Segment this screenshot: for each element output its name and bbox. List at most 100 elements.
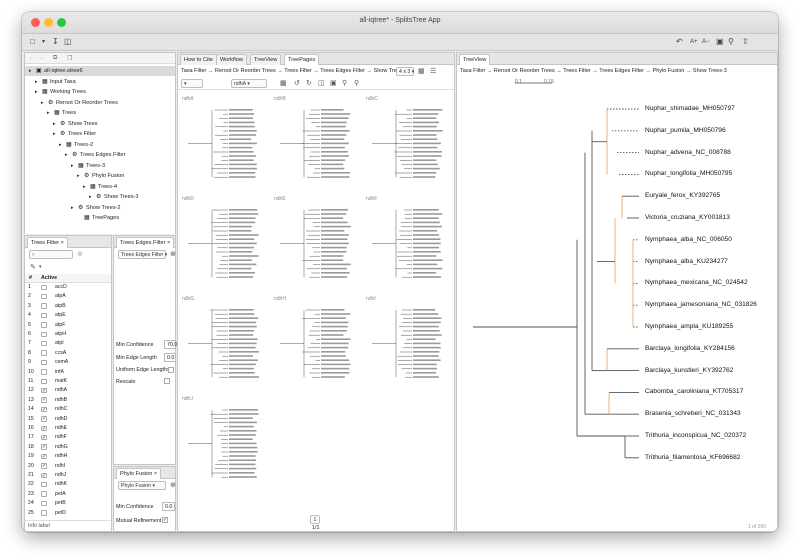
rotate-left-icon[interactable]: ↺ (294, 80, 300, 87)
active-checkbox[interactable] (41, 303, 47, 309)
active-checkbox[interactable] (41, 331, 47, 338)
tree-thumbnail[interactable]: ndhJ (182, 396, 272, 488)
list-icon[interactable]: ☰ (430, 68, 437, 75)
tree-thumbnail[interactable]: ndhB (274, 96, 364, 188)
taxon-label[interactable]: Nymphaea_alba_NC_006050 (645, 235, 732, 243)
page-button[interactable]: 1 (310, 515, 320, 524)
active-checkbox[interactable]: ✓ (41, 472, 47, 479)
expand-icon[interactable]: ▣ (330, 80, 337, 87)
fusion-min-confidence-field[interactable]: 0.0 (162, 502, 175, 511)
increase-font-icon[interactable]: A+ (690, 39, 698, 45)
phylo-fusion-select[interactable]: Phylo Fusion ▾ (118, 481, 166, 490)
close-window-button[interactable] (31, 18, 40, 27)
active-checkbox[interactable] (41, 322, 47, 328)
taxon-label[interactable]: Barclaya_kunstleri_KY392762 (645, 366, 734, 374)
new-document-icon[interactable]: □ (30, 37, 35, 46)
table-row[interactable]: 12✓ndhA (25, 386, 111, 395)
active-checkbox[interactable]: ✓ (41, 453, 47, 460)
edges-filter-select[interactable]: Trees Edges Filter ▾ (118, 250, 167, 259)
active-checkbox[interactable] (41, 510, 47, 516)
min-edge-length-field[interactable]: 0.0 (164, 353, 176, 362)
disclosure-icon[interactable]: ▸ (71, 162, 74, 169)
fusion-add-icon[interactable]: ⊕ (170, 482, 176, 489)
tab-phylo-fusion[interactable]: Phylo Fusion × (116, 468, 162, 479)
table-row[interactable]: 21✓ndhJ (25, 471, 111, 480)
disclosure-icon[interactable]: ▸ (41, 99, 44, 106)
active-checkbox[interactable] (41, 369, 47, 375)
table-row[interactable]: 20✓ndhI (25, 462, 111, 471)
zoom-window-button[interactable] (57, 18, 66, 27)
filter-add-icon[interactable]: ⊕ (77, 251, 83, 258)
active-checkbox[interactable] (41, 340, 47, 347)
disclosure-icon[interactable]: ▸ (47, 110, 50, 116)
tab-edges-filter[interactable]: Trees Edges Filter × (116, 237, 175, 248)
back-icon[interactable]: ← (29, 55, 35, 61)
save-icon[interactable]: ↧ (52, 37, 59, 46)
rescale-checkbox[interactable] (164, 378, 170, 384)
undo-icon[interactable]: ↶ (676, 37, 683, 46)
disclosure-icon[interactable]: ▸ (29, 68, 32, 74)
table-row[interactable]: 16✓ndhE (25, 424, 111, 433)
disclosure-icon[interactable]: ▸ (65, 152, 68, 158)
copy-icon[interactable]: ⧉ (53, 55, 58, 61)
table-row[interactable]: 14✓ndhC (25, 405, 111, 414)
taxon-label[interactable]: Nymphaea_jamesoniana_NC_031826 (645, 301, 757, 309)
taxon-label[interactable]: Nuphar_longifolia_MH050795 (645, 170, 733, 178)
taxon-label[interactable]: Cabomba_caroliniana_KT705317 (645, 388, 744, 396)
decrease-font-icon[interactable]: A− (702, 39, 710, 45)
active-checkbox[interactable] (41, 491, 47, 497)
taxon-label[interactable]: Brasenia_schreberi_NC_031343 (645, 410, 741, 418)
workflow-item[interactable]: ▸▣all-iqtree.stree6 (25, 66, 175, 76)
disclosure-icon[interactable]: ▸ (53, 120, 56, 127)
grid-size-select[interactable]: 4 x 3 ▾ (396, 67, 414, 76)
disclosure-icon[interactable]: ▸ (83, 183, 86, 190)
zoom-out-icon[interactable]: ⚲ (354, 80, 360, 87)
search-icon[interactable]: ⚲ (728, 37, 734, 46)
disclosure-icon[interactable]: ▸ (77, 173, 80, 179)
sidebar-toggle-icon[interactable]: ◫ (64, 37, 72, 46)
edges-add-icon[interactable]: ⊕ (170, 251, 176, 258)
tree-thumbnail[interactable]: ndhH (274, 296, 364, 388)
tree-thumbnail[interactable]: ndhD (182, 196, 272, 288)
share-icon[interactable]: ⇧ (742, 37, 749, 46)
zoom-in-icon[interactable]: ⚲ (342, 80, 348, 87)
dropdown-icon[interactable]: ▾ (42, 39, 46, 45)
tree-thumbnail[interactable]: ndhF (366, 196, 456, 288)
disclosure-icon[interactable]: ▸ (35, 89, 38, 95)
table-row[interactable]: 15✓ndhD (25, 415, 111, 424)
active-checkbox[interactable]: ✓ (41, 444, 47, 451)
tree-thumbnail[interactable]: ndhI (366, 296, 456, 388)
filter-select[interactable]: ▾ (29, 250, 73, 259)
table-row[interactable]: 18✓ndhG (25, 443, 111, 452)
active-checkbox[interactable] (41, 359, 47, 366)
forward-icon[interactable]: → (39, 55, 45, 61)
taxon-label[interactable]: Nymphaea_ampla_KU189255 (645, 323, 734, 330)
active-checkbox[interactable]: ✓ (41, 387, 47, 394)
taxon-label[interactable]: Trithuria_filamentosa_KF696682 (645, 453, 741, 461)
edit-icon[interactable]: ✎ (30, 264, 36, 271)
disclosure-icon[interactable]: ▸ (35, 78, 38, 85)
active-checkbox[interactable]: ✓ (41, 434, 47, 441)
tree-style-select[interactable]: ▾ (181, 79, 203, 88)
disclosure-icon[interactable]: ▸ (59, 141, 62, 148)
table-row[interactable]: 13✓ndhB (25, 396, 111, 405)
min-confidence-field[interactable]: 70.0 (164, 340, 177, 349)
active-checkbox[interactable] (41, 500, 47, 507)
tree-thumbnail[interactable]: ndhE (274, 196, 364, 288)
zoom-icon[interactable]: ▣ (716, 37, 724, 46)
active-checkbox[interactable] (41, 293, 47, 300)
active-checkbox[interactable] (41, 481, 47, 488)
taxon-label[interactable]: Euryale_ferox_KY392765 (645, 192, 721, 200)
active-checkbox[interactable]: ✓ (41, 397, 47, 404)
active-checkbox[interactable] (41, 378, 47, 385)
taxon-label[interactable]: Nymphaea_alba_KU234277 (645, 257, 728, 265)
